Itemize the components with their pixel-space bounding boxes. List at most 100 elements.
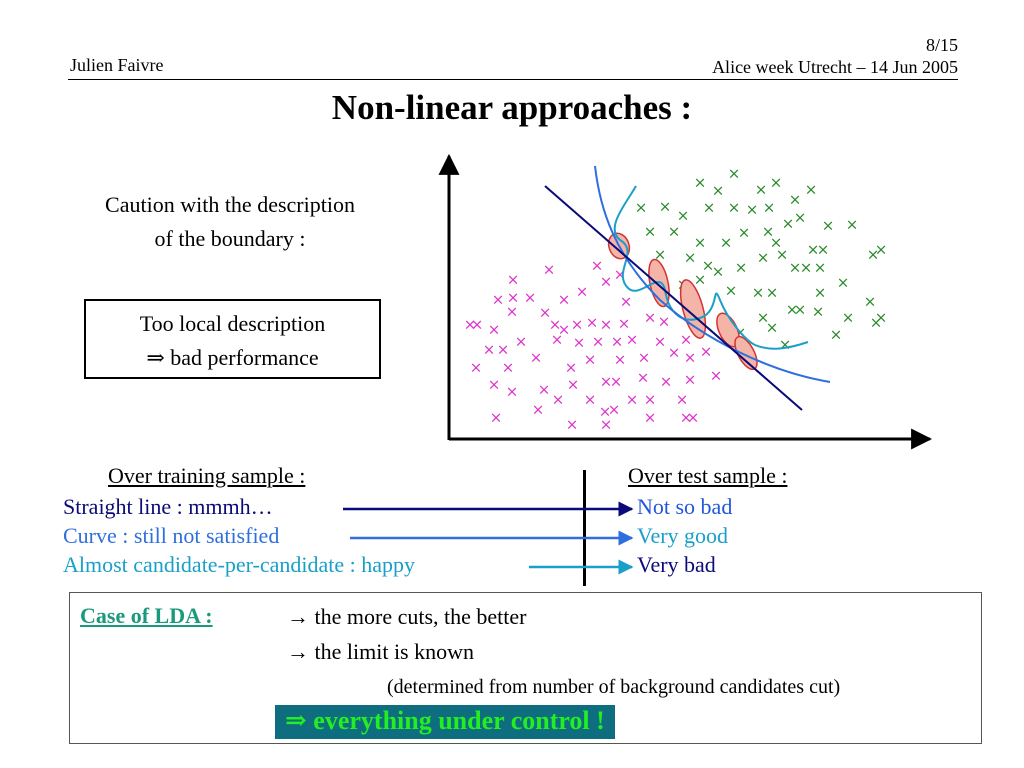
background-point: × <box>770 234 783 252</box>
background-point: × <box>720 234 733 252</box>
signal-point: × <box>576 283 589 301</box>
signal-point: × <box>644 391 657 409</box>
background-point: × <box>814 284 827 302</box>
signal-point: × <box>571 316 584 334</box>
signal-point: × <box>638 349 651 367</box>
signal-point: × <box>515 333 528 351</box>
signal-point: × <box>552 391 565 409</box>
signal-point: × <box>660 373 673 391</box>
background-point: × <box>762 223 775 241</box>
signal-point: × <box>611 333 624 351</box>
signal-point: × <box>658 313 671 331</box>
background-point: × <box>694 174 707 192</box>
background-point: × <box>807 241 820 259</box>
signal-points: ××××××××××××××××××××××××××××××××××××××××… <box>464 257 723 434</box>
background-point: × <box>644 223 657 241</box>
event-info: Alice week Utrecht – 14 Jun 2005 <box>712 57 958 77</box>
signal-point: × <box>600 316 613 334</box>
too-local-line-1: Too local description <box>139 311 326 336</box>
background-point: × <box>786 301 799 319</box>
signal-point: × <box>502 359 515 377</box>
signal-point: × <box>488 376 501 394</box>
curve-boundary-line <box>594 165 831 383</box>
signal-point: × <box>524 289 537 307</box>
signal-point: × <box>684 349 697 367</box>
background-point: × <box>684 249 697 267</box>
result-curve: Very good <box>637 523 729 548</box>
test-heading: Over test sample : <box>628 463 788 488</box>
background-point: × <box>738 224 751 242</box>
background-point: × <box>822 217 835 235</box>
signal-point: × <box>543 261 556 279</box>
signal-point: × <box>530 349 543 367</box>
background-point: × <box>870 314 883 332</box>
signal-point: × <box>680 331 693 349</box>
background-point: × <box>654 246 667 264</box>
signal-point: × <box>464 316 477 334</box>
background-point: × <box>725 282 738 300</box>
background-point: × <box>794 209 807 227</box>
background-point: × <box>728 199 741 217</box>
background-points: ××××××××××××××××××××××××××××××××××××××××… <box>635 165 888 354</box>
signal-point: × <box>600 273 613 291</box>
signal-point: × <box>591 257 604 275</box>
background-point: × <box>864 293 877 311</box>
background-point: × <box>830 326 843 344</box>
lda-banner: ⇒ everything under control ! <box>275 705 615 739</box>
signal-point: × <box>608 401 621 419</box>
signal-point: × <box>573 334 586 352</box>
background-point: × <box>766 284 779 302</box>
signal-point: × <box>644 409 657 427</box>
background-point: × <box>794 301 807 319</box>
caution-line-2: of the boundary : <box>154 226 306 251</box>
straight-boundary-line <box>544 185 803 411</box>
lda-point-2: → the limit is known <box>287 639 474 664</box>
result-candidate: Very bad <box>637 552 716 577</box>
signal-point: × <box>507 289 520 307</box>
signal-point: × <box>488 321 501 339</box>
caution-line-1: Caution with the description <box>105 192 355 217</box>
signal-point: × <box>558 291 571 309</box>
background-point: × <box>728 165 741 183</box>
signal-point: × <box>532 401 545 419</box>
background-point: × <box>694 271 707 289</box>
background-point: × <box>702 257 715 275</box>
candidate-island <box>679 279 707 339</box>
lda-point-1: → the more cuts, the better <box>287 604 527 629</box>
signal-point: × <box>567 376 580 394</box>
signal-point: × <box>599 403 612 421</box>
background-point: × <box>755 181 768 199</box>
row-label-candidate: Almost candidate-per-candidate : happy <box>63 552 416 577</box>
signal-point: × <box>538 381 551 399</box>
row-label-curve: Curve : still not satisfied <box>63 523 280 548</box>
background-point: × <box>757 309 770 327</box>
row-label-straight: Straight line : mmmh… <box>63 494 273 519</box>
signal-point: × <box>680 409 693 427</box>
signal-point: × <box>507 271 520 289</box>
background-point: × <box>875 241 888 259</box>
background-point: × <box>867 246 880 264</box>
comparison-divider <box>583 470 586 586</box>
page-number: 8/15 <box>925 35 958 55</box>
background-point: × <box>800 259 813 277</box>
background-point: × <box>635 199 648 217</box>
lda-label: Case of LDA : <box>80 603 213 628</box>
signal-point: × <box>614 351 627 369</box>
background-point: × <box>703 199 716 217</box>
signal-point: × <box>492 291 505 309</box>
signal-point: × <box>637 369 650 387</box>
background-point: × <box>735 259 748 277</box>
background-point: × <box>766 319 779 337</box>
signal-point: × <box>584 351 597 369</box>
background-point: × <box>770 174 783 192</box>
signal-point: × <box>626 331 639 349</box>
training-heading: Over training sample : <box>108 463 306 488</box>
too-local-box: Too local description ⇒ bad performance <box>84 299 381 379</box>
signal-point: × <box>600 373 613 391</box>
signal-point: × <box>539 304 552 322</box>
signal-point: × <box>620 293 633 311</box>
signal-point: × <box>610 373 623 391</box>
background-point: × <box>805 181 818 199</box>
signal-point: × <box>592 333 605 351</box>
background-point: × <box>812 303 825 321</box>
